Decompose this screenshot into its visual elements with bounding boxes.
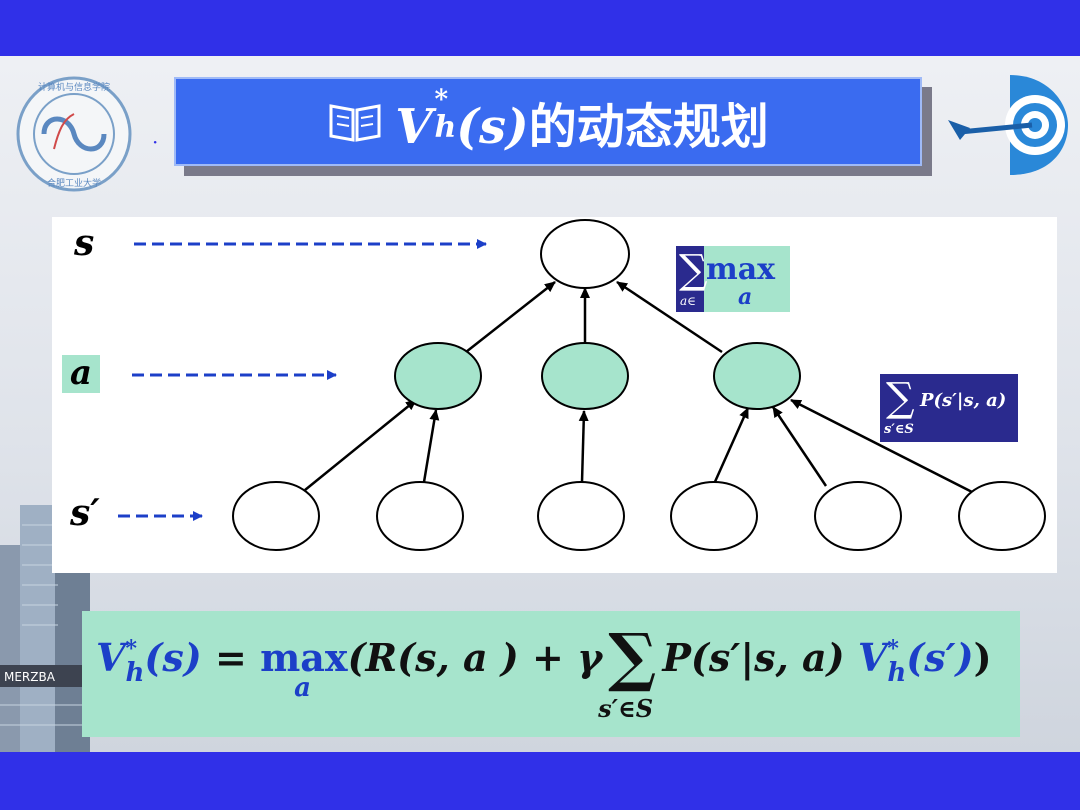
- target-arrow-icon: [948, 75, 1068, 175]
- max-label: max: [706, 252, 776, 287]
- edge-s3-a2: [578, 410, 589, 483]
- sum-probability-annotation: ∑ P(s′|s, a) s′∈S: [880, 374, 1018, 442]
- page-title: V*h(s)的动态规划: [395, 84, 769, 155]
- rhs-value: V*h(s′): [857, 635, 974, 688]
- next-state-node-2: [376, 481, 464, 551]
- edge-a3-root: [616, 280, 723, 354]
- action-node-2: [541, 342, 629, 410]
- book-icon: [329, 103, 381, 142]
- edge-s2-a1: [422, 409, 440, 483]
- building-sign: MERZBA: [4, 670, 56, 684]
- next-state-node-3: [537, 481, 625, 551]
- bottom-band: [0, 752, 1080, 810]
- sum-symbol: ∑: [886, 375, 915, 421]
- edge-s4-a3: [712, 407, 750, 485]
- next-state-node-6: [958, 481, 1046, 551]
- action-node-1: [394, 342, 482, 410]
- sum-p-expr: P(s′|s, a): [920, 390, 1007, 411]
- formula-part-1: (R(s, a ) + γ: [347, 635, 603, 680]
- logo-text-top: 计算机与信息学院: [38, 81, 110, 93]
- sum-operator: ∑s′∈S: [598, 620, 657, 723]
- level-label-s: s: [74, 222, 95, 264]
- action-node-3: [713, 342, 801, 410]
- max-sub: a: [738, 284, 753, 310]
- lhs-value: V*h(s): [96, 635, 202, 688]
- edge-s6-a3: [790, 398, 977, 496]
- edge-s1-a1: [304, 399, 417, 491]
- formula-part-2: P(s′|s, a): [662, 635, 858, 680]
- next-state-node-1: [232, 481, 320, 551]
- edge-a1-root: [465, 281, 556, 353]
- university-logo: 计算机与信息学院 合肥工业大学: [16, 76, 132, 192]
- edge-s5-a3: [771, 406, 828, 487]
- title-box: V*h(s)的动态规划: [174, 77, 922, 166]
- level-label-a: a: [62, 355, 100, 393]
- sum-p-sub: s′∈S: [884, 422, 914, 437]
- next-state-node-4: [670, 481, 758, 551]
- bellman-formula-box: [82, 611, 1020, 737]
- level-label-s-prime: s′: [70, 492, 100, 534]
- next-state-node-5: [814, 481, 902, 551]
- logo-text-bottom: 合肥工业大学: [47, 177, 101, 189]
- sum-max-annotation: ∑ a∈ max a: [676, 246, 790, 312]
- top-band: [0, 0, 1080, 56]
- state-node-root: [540, 219, 630, 289]
- sum-symbol: ∑: [679, 247, 708, 293]
- bullet-dot: ·: [152, 130, 159, 154]
- sum-max-sub: a∈: [680, 294, 697, 308]
